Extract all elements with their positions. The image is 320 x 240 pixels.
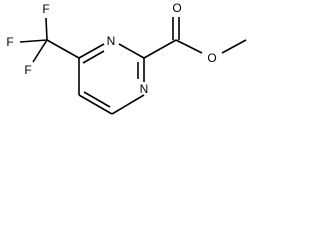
bond-ring-n3-c2	[118, 43, 145, 59]
atom-label-fluorine-bottom: F	[24, 63, 31, 77]
bond-c2-carbonyl-c	[143, 39, 177, 59]
bond-cf3-c-f-bottom	[32, 39, 48, 63]
atom-label-fluorine-top: F	[42, 2, 49, 16]
bond-ring-n1-c6	[111, 94, 145, 115]
atom-label-oxygen-carbonyl: O	[172, 1, 181, 15]
bond-ring-c6-c5-inner	[83, 91, 111, 108]
bond-ring-c4-n3-inner	[82, 50, 105, 64]
bond-cf3-c-f-top	[45, 17, 48, 41]
atom-label-nitrogen-top: N	[107, 34, 116, 48]
atom-label-nitrogen-bottom: N	[140, 82, 149, 96]
atom-label-fluorine-left: F	[6, 35, 13, 49]
molecule-structure: F F F N N O O	[6, 1, 247, 115]
bond-ester-o-methyl	[221, 39, 247, 54]
bond-ring-c4-n3	[78, 43, 105, 59]
bond-carbonyl-c-ester-o	[175, 39, 203, 54]
bond-cf3-c-f-left	[19, 39, 48, 43]
bond-cf3-c-ring	[46, 39, 80, 59]
bond-ring-c6-c5	[78, 94, 113, 115]
atom-label-oxygen-ester: O	[207, 51, 216, 65]
